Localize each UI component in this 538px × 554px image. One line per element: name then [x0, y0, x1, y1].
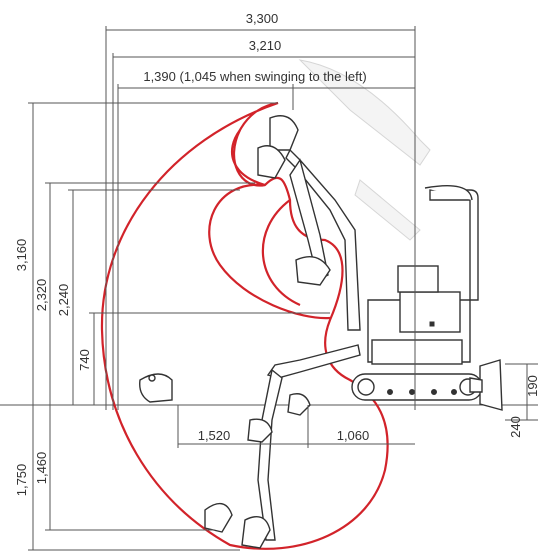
- dim-rear-clearance: 1,060: [337, 428, 370, 443]
- bottom-dimension-lines: [177, 405, 415, 448]
- crawler-track: [351, 373, 483, 401]
- dim-dump-height-alt: 2,240: [56, 284, 71, 317]
- blade-dimension-lines: [505, 363, 538, 421]
- dim-max-height: 3,160: [14, 239, 29, 272]
- dim-blade-height: 190: [525, 375, 538, 397]
- dim-front-clearance: 1,520: [198, 428, 231, 443]
- dozer-blade: [469, 359, 503, 411]
- dim-vertical-wall: 740: [77, 349, 92, 371]
- dim-reach-max: 3,300: [246, 11, 279, 26]
- background-ghost-figure: [298, 59, 431, 241]
- working-range-envelope: [100, 101, 389, 550]
- boom-raised: [257, 115, 361, 331]
- upper-structure: [367, 185, 479, 365]
- dim-swing-radius: 1,390 (1,045 when swinging to the left): [143, 69, 366, 84]
- dim-reach-ground: 3,210: [249, 38, 282, 53]
- dim-blade-depth: 240: [508, 416, 523, 438]
- left-dimension-lines: [28, 102, 330, 551]
- top-dimension-lines: [105, 26, 416, 410]
- dim-dump-height: 2,320: [34, 279, 49, 312]
- dim-depth-flat: 1,460: [34, 452, 49, 485]
- boom-lowered: [204, 344, 361, 549]
- dim-max-depth: 1,750: [14, 464, 29, 497]
- bucket-ground: [139, 373, 173, 403]
